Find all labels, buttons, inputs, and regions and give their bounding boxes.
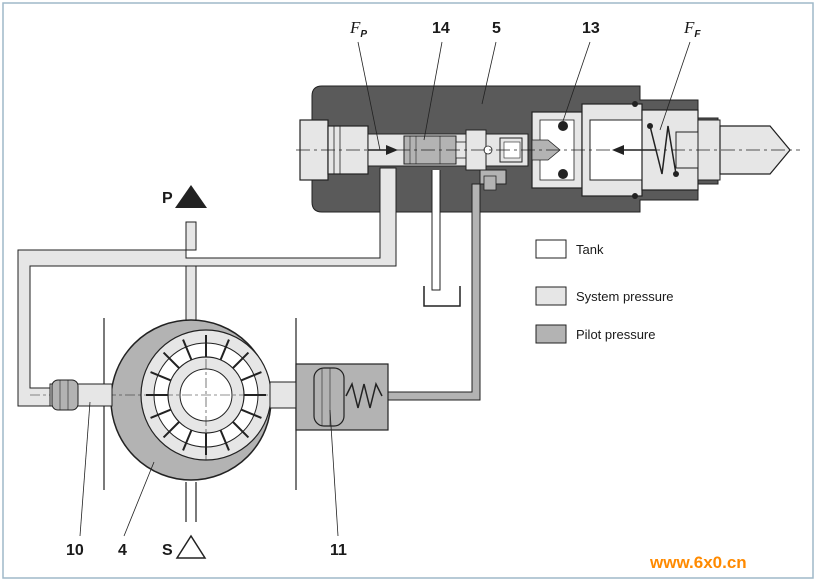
force-arrow-ff bbox=[612, 145, 624, 155]
rotor-vane bbox=[240, 408, 262, 419]
tank-line bbox=[431, 170, 441, 291]
legend: Tank System pressure Pilot pressure bbox=[535, 239, 674, 344]
legend-label-tank: Tank bbox=[576, 242, 604, 257]
rotor-vane bbox=[219, 429, 230, 451]
rotor-vane bbox=[219, 339, 230, 361]
rotor-vane bbox=[232, 351, 250, 369]
rotor-vane bbox=[162, 421, 180, 439]
rotor-vane bbox=[150, 371, 172, 382]
rotor-vane bbox=[240, 371, 262, 382]
suction-port-arrow bbox=[175, 534, 207, 559]
pilot-pressure-line bbox=[387, 169, 507, 401]
callout-11: 11 bbox=[330, 542, 347, 559]
legend-swatch-pilot bbox=[535, 324, 567, 344]
pressure-port-arrow bbox=[175, 185, 207, 208]
tank-symbol bbox=[423, 286, 461, 307]
legend-label-pilot: Pilot pressure bbox=[576, 327, 655, 342]
legend-swatch-tank bbox=[535, 239, 567, 259]
return-spring bbox=[345, 381, 383, 409]
force-label-ff: FF bbox=[683, 18, 701, 40]
force-label-fp: FP bbox=[349, 18, 367, 40]
rotor-vane bbox=[162, 351, 180, 369]
rotor-vane bbox=[150, 408, 172, 419]
legend-swatch-system bbox=[535, 286, 567, 306]
legend-label-system: System pressure bbox=[576, 289, 674, 304]
rotor-vane bbox=[182, 339, 193, 361]
callout-13: 13 bbox=[582, 20, 600, 37]
rotor-vane bbox=[232, 421, 250, 439]
callout-10: 10 bbox=[66, 542, 84, 559]
system-pressure-line bbox=[17, 167, 397, 407]
rotor-vane bbox=[182, 429, 193, 451]
callout-5: 5 bbox=[492, 20, 501, 37]
port-label-s: S bbox=[162, 542, 173, 559]
port-label-p: P bbox=[162, 190, 173, 207]
watermark: www.6x0.cn bbox=[649, 553, 747, 572]
callout-14: 14 bbox=[432, 20, 450, 37]
callout-4: 4 bbox=[118, 542, 127, 559]
